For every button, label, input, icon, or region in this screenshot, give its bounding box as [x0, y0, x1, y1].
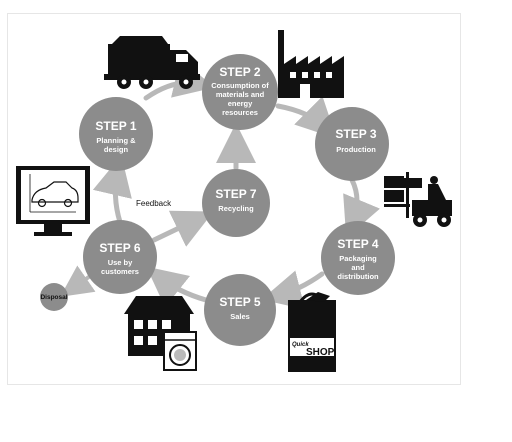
step-3-title: STEP 3: [335, 127, 376, 141]
step-1-title: STEP 1: [95, 119, 136, 133]
disposal-circle: [40, 283, 68, 311]
step-6-title: STEP 6: [99, 241, 140, 255]
arrow-step1-to-step2: [143, 58, 215, 101]
shop-quick-label: Quick: [292, 342, 309, 348]
step-2-desc-line-1: Consumption of: [211, 81, 269, 90]
arrow-step2-to-step3: [275, 96, 337, 139]
truck-icon: [104, 36, 200, 89]
shopping-bag-icon: Quick SHOP: [288, 292, 336, 372]
arrow-step6-to-step1-feedback: [92, 155, 132, 225]
arrow-step6-to-step7: [151, 210, 214, 247]
disposal-label: Disposal: [40, 294, 67, 301]
computer-car-design-icon: [16, 166, 90, 236]
step-5-circle: [204, 274, 276, 346]
step-1-desc-line-2: design: [104, 145, 129, 154]
forklift-icon: [384, 172, 452, 227]
step-7-node: STEP 7 Recycling: [202, 169, 270, 237]
step-3-node: STEP 3 Production: [315, 107, 389, 181]
step-2-circle: [202, 54, 278, 130]
step-6-circle: [83, 220, 157, 294]
step-5-title: STEP 5: [219, 295, 260, 309]
step-4-desc-line-1: Packaging: [339, 254, 377, 263]
arrow-step4-to-step5: [261, 270, 325, 310]
step-2-desc-line-2: materials and: [216, 90, 265, 99]
step-5-node: STEP 5 Sales: [204, 274, 276, 346]
step-7-circle: [202, 169, 270, 237]
disposal-node: Disposal: [40, 283, 68, 311]
step-5-desc-line-1: Sales: [230, 312, 250, 321]
step-6-desc-line-2: customers: [101, 267, 139, 276]
step-4-circle: [321, 221, 395, 295]
step-4-desc-line-2: and: [351, 263, 365, 272]
step-4-node: STEP 4 Packaging and distribution: [321, 221, 395, 295]
step-3-desc-line-1: Production: [336, 145, 376, 154]
factory-icon: [278, 30, 344, 98]
step-1-desc-line-1: Planning &: [96, 136, 136, 145]
step-6-desc-line-1: Use by: [108, 258, 133, 267]
washing-machine-icon: [163, 331, 197, 371]
arrow-step5-to-step6: [146, 266, 209, 308]
step-2-node: STEP 2 Consumption of materials and ener…: [202, 54, 278, 130]
step-2-desc-line-3: energy: [228, 99, 253, 108]
step-2-title: STEP 2: [219, 65, 260, 79]
arrow-step3-to-step4: [343, 177, 381, 238]
shop-name-label: SHOP: [306, 347, 335, 358]
step-4-title: STEP 4: [337, 237, 378, 251]
step-7-desc-line-1: Recycling: [218, 204, 254, 213]
step-7-title: STEP 7: [215, 187, 256, 201]
step-1-circle: [79, 97, 153, 171]
step-1-node: STEP 1 Planning & design: [79, 97, 153, 171]
step-4-desc-line-3: distribution: [337, 272, 379, 281]
step-6-node: STEP 6 Use by customers: [83, 220, 157, 294]
feedback-label: Feedback: [136, 199, 172, 208]
step-2-desc-line-4: resources: [222, 108, 258, 117]
step-3-circle: [315, 107, 389, 181]
